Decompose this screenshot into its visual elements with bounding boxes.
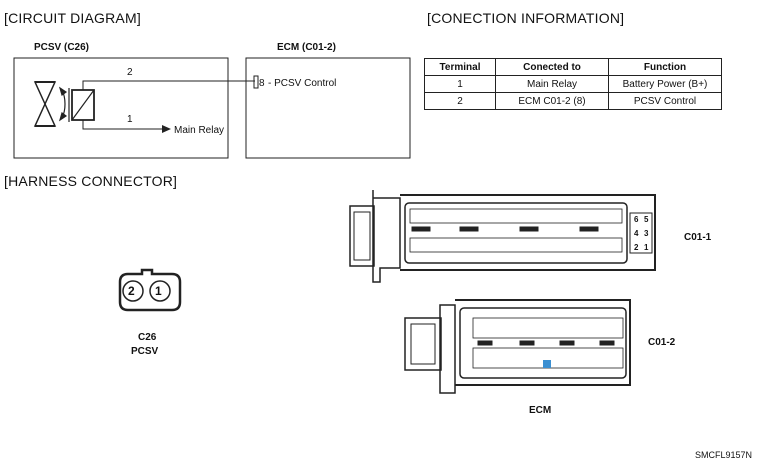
- c26-connector-icon: [118, 268, 182, 312]
- ecm-pin-number: 8: [259, 78, 265, 89]
- c01-1-connector-icon: [349, 190, 656, 283]
- table-cell: 2: [424, 92, 496, 110]
- ecm-pin-terminal: [253, 75, 259, 89]
- table-cell: PCSV Control: [608, 92, 722, 110]
- side-pin-4: 4: [634, 229, 639, 238]
- valve-symbol-icon: [33, 81, 57, 127]
- harness-connector-title: [HARNESS CONNECTOR]: [4, 173, 178, 189]
- c26-pin-1: 1: [155, 284, 162, 298]
- c26-label: C26: [138, 332, 157, 343]
- c01-2-connector-icon: [404, 299, 631, 394]
- main-relay-label: Main Relay: [174, 125, 225, 136]
- c26-sub-label: PCSV: [131, 346, 159, 357]
- ecm-component-label: ECM (C01-2): [277, 42, 336, 53]
- pcsv-box: [13, 57, 229, 159]
- ecm-box: [245, 57, 411, 159]
- c01-2-label: C01-2: [648, 337, 676, 348]
- wire-1-number: 1: [127, 114, 133, 125]
- side-pin-2: 2: [634, 243, 639, 252]
- wire-2-number: 2: [127, 67, 133, 78]
- connection-table: Terminal Conected to Function 1 Main Rel…: [424, 58, 722, 110]
- pcsv-component-label: PCSV (C26): [34, 42, 90, 53]
- wire-1: [82, 120, 162, 130]
- ecm-pin-label: - PCSV Control: [268, 78, 337, 89]
- main-relay-arrow-icon: [162, 125, 171, 133]
- c01-1-label: C01-1: [684, 232, 712, 243]
- ecm-harness-label: ECM: [529, 405, 552, 416]
- circuit-diagram-title: [CIRCUIT DIAGRAM]: [4, 10, 141, 26]
- table-row: 2 ECM C01-2 (8) PCSV Control: [424, 92, 722, 110]
- wire-2: [82, 80, 255, 90]
- side-pin-5: 5: [644, 215, 649, 224]
- side-pin-6: 6: [634, 215, 639, 224]
- side-pin-3: 3: [644, 229, 649, 238]
- connection-information-title: [CONECTION INFORMATION]: [427, 10, 625, 26]
- side-pin-1: 1: [644, 243, 649, 252]
- c26-pin-2: 2: [128, 284, 135, 298]
- actuator-arrow-icon: [58, 86, 68, 122]
- highlighted-pin-8: [543, 360, 551, 368]
- figure-code: SMCFL9157N: [695, 450, 753, 460]
- table-header-row: Terminal Conected to Function: [424, 58, 722, 76]
